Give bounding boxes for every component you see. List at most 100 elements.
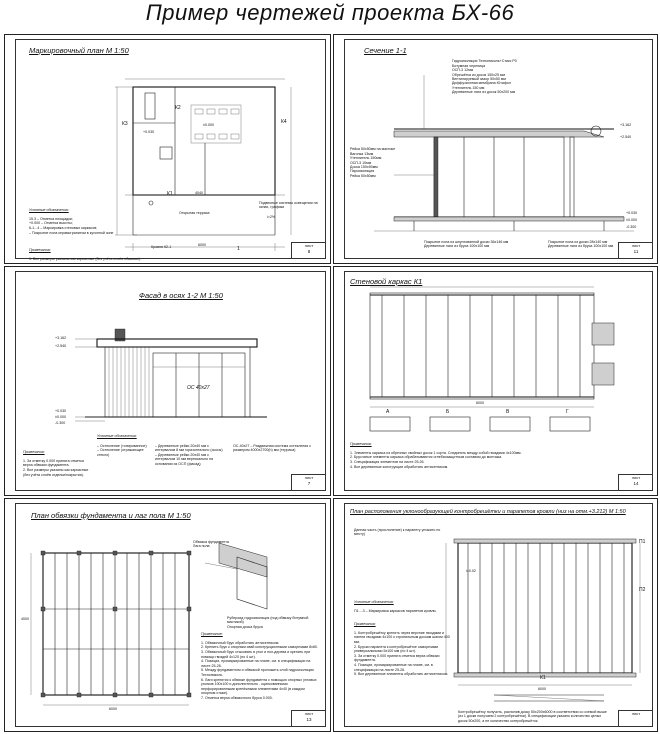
wall-frame-drawing (369, 286, 615, 432)
legend-title: Условные обозначения: (97, 433, 137, 438)
callout-item: Диффузионная мембрана Ютафол (452, 81, 511, 86)
sheet-section-1-1: Сечение 1-1 Гидроизоляция Технониколь+Ст… (333, 34, 658, 264)
side-note: Подвесные системы освещения на окнах, гр… (259, 201, 318, 209)
callout-item: Рубероид гидроизоляция (под обвязку биту… (227, 615, 309, 625)
callout-item: Битумная черепица (452, 63, 486, 68)
label-k4: К4 (281, 119, 287, 125)
level-000: ±0.000 (203, 123, 214, 127)
label-k1: К1 (167, 191, 173, 197)
callout-item: ОСП-3 10мм (350, 160, 372, 165)
callout-item: Деревянные лаги из бруса 100х100 мм (424, 244, 490, 249)
note-item: 4. Все деревянные конструкции обработать… (350, 464, 449, 469)
legend-item: +0.000 – Отметка высоты; (29, 221, 73, 226)
level-mark: +3.162 (55, 336, 67, 340)
legend-col-3: ОС-40х27 – Раздвижная система остекления… (233, 439, 319, 453)
callout-item: Покрытие пола из шпунтованной доски 36х1… (424, 239, 509, 244)
notes: Примечание: 1. Обвязочный брус обработат… (201, 627, 319, 701)
legend-item: – Деревянные рейки 20х40 мм с интервалом… (155, 443, 223, 453)
section-label: А (386, 409, 390, 415)
callout-item: Лага пола (193, 544, 210, 549)
legend-item: К-1...4 – Маркировка стеновых каркасов; (29, 225, 98, 230)
wall-callouts: Рейка 50х50мм на мастике Вагонка 13мм Ут… (350, 143, 430, 178)
callout-text: Данная часть (прослонение) к парапету ул… (354, 527, 441, 537)
floor-callouts-left: Покрытие пола из шпунтованной доски 36х1… (424, 235, 534, 249)
sheet-marking-plan: Маркировочный план М 1:50 К2 К3 К4 К1 От… (4, 34, 331, 264)
label-terrace: Открытая терраса (179, 211, 210, 215)
note-item: 2. Все размеры указаны как каркасные (бе… (23, 467, 89, 477)
note-item: 4. Позиции, промаркированные на плане, с… (201, 659, 311, 668)
section-drawing (374, 75, 634, 232)
callout-item: Рейка 50х50мм на мастике (350, 147, 396, 152)
notes-title: Примечание: (201, 631, 223, 636)
down-callout: Данная часть (прослонение) к парапету ул… (354, 523, 452, 537)
callout-item: ОСП-3 12мм (452, 68, 474, 73)
marking-plan-drawing (115, 78, 292, 251)
callout-item: Деревянные лаги из бруса 100х100 мм (548, 244, 614, 249)
sheet-title: Фасад в осях 1-2 М 1:50 (139, 291, 223, 300)
notes-title: Примечания: (354, 621, 376, 626)
level-mark: +2.540 (620, 135, 632, 139)
note-item: 3. Спецификация элементов на листе 25.26… (350, 459, 425, 464)
callout-item: Опорная доска бруса (227, 624, 263, 629)
legend-item: – Остекление (тонированное) (97, 443, 147, 448)
note-item: 5. Между фундаментом и обвязкой проложит… (201, 668, 314, 677)
stamp-number: 8 (307, 249, 311, 254)
callout-item: Обрешётка из досок 150х25 мм (452, 72, 505, 77)
sheet-stamp: лист (618, 710, 653, 727)
callout-item: Вентилируемый зазор 50х50 мм (452, 77, 506, 82)
level-mark: +0.030 (55, 409, 67, 413)
legend-item: ОС-40х27 – Раздвижная система остекления… (233, 443, 312, 453)
note-item: 2. Бруски парапета к контробрешётке само… (354, 644, 439, 654)
sheet-stamp: лист 14 (618, 474, 653, 491)
level-mark: +3.162 (620, 123, 632, 127)
roof-plan-drawing (445, 538, 641, 702)
legend: Условные обозначения: (97, 429, 319, 443)
sheet-title: План обвязки фундамента и лаг пола М 1:5… (31, 511, 191, 520)
sheet-title: Сечение 1-1 (364, 46, 407, 55)
level-mark: -0.300 (626, 225, 637, 229)
note-item: 1. Элементы каркаса из обрезных хвойных … (350, 450, 522, 455)
dim-4040: 4040 (195, 191, 203, 195)
label-p1: П1 (639, 539, 646, 545)
notes: Примечания: 1. Контробрешётку крепить че… (354, 617, 452, 677)
label-k1: К1 (540, 675, 546, 681)
sheet-stamp: лист 7 (291, 474, 326, 491)
label-slope: i=2% (267, 215, 276, 219)
legend-item: – Покрытие пола керамогранитом в кухонно… (29, 230, 114, 235)
callout-item: Рейка 50х50мм (350, 173, 376, 178)
legend: Условные обозначения: П1....3 – Маркиров… (354, 595, 452, 613)
note-item: 7. Отметка верха обвязочного бруса 0.000… (201, 695, 273, 700)
section-label: Б (446, 409, 450, 415)
stamp-number: 7 (307, 481, 311, 486)
callout-item: Гидроизоляция Технониколь+Стикс Р0 (452, 59, 517, 64)
notes-title: Примечания: (350, 441, 372, 446)
sheet-title: Стеновой каркас К1 (350, 277, 423, 286)
sheet-stamp: лист 13 (291, 710, 326, 727)
label-k3: К3 (122, 121, 128, 127)
label-p2: П2 (639, 587, 646, 593)
sheet-facade: Фасад в осях 1-2 М 1:50 ОС 40х27 +3.162 … (4, 266, 331, 496)
sheet-wall-frame-k1: Стеновой каркас К1 А Б В Г 6000 Примечан… (333, 266, 658, 496)
sheet-title: План расположения уклонообразующей контр… (350, 509, 626, 515)
note-item: 5. Все деревянные элементы обработать ан… (354, 672, 449, 677)
stamp-number: 11 (633, 249, 639, 254)
note-item: 2. Крепить брус к опорным свай конструкц… (201, 645, 318, 650)
callout-item: Доска 150х50мм (350, 165, 378, 170)
note-item: 1. Обвязочный брус обработать антисептик… (201, 640, 280, 645)
label-k2: К2 (175, 105, 181, 111)
floor-callouts-right: Покрытие пола из доски 28х140 мм Деревян… (548, 235, 648, 249)
legend-item: 15.3 – Отметка площадки; (29, 216, 73, 221)
label-axis-1: 1 (237, 246, 240, 252)
callout-item: Пароизоляция (350, 169, 375, 174)
legend-item: П1....3 – Маркировка каркасов парапетов … (354, 608, 437, 613)
sheet-title: Маркировочный план М 1:50 (29, 46, 129, 55)
notes: Примечания: 1. Элементы каркаса из обрез… (350, 437, 640, 469)
level-mark: ±0.000 (626, 218, 637, 222)
note-item: 4. Позиции, промаркированные на плане, с… (354, 662, 433, 672)
notes: Примечания: 1. Все размеры указаны как к… (29, 243, 149, 261)
level-030: +0.030 (143, 130, 155, 134)
stamp-label: лист (631, 243, 641, 248)
stamp-label: лист (631, 711, 641, 716)
legend-col-1: – Остекление (тонированное) – Остекление… (97, 439, 149, 457)
level-mark: -0.300 (55, 421, 66, 425)
